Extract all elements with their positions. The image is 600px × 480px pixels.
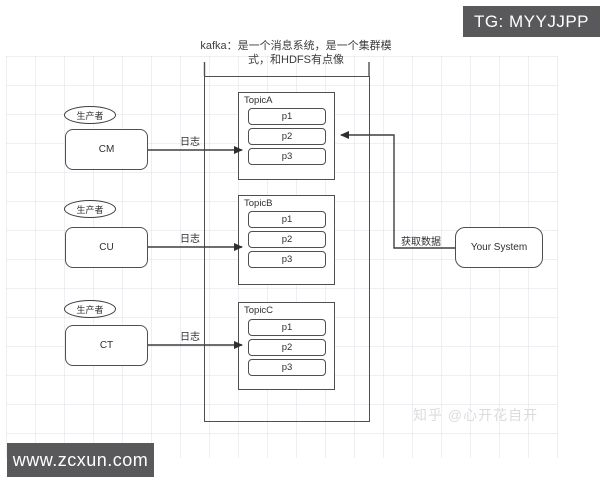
- zhihu-watermark-text: 知乎 @心开花自开: [413, 407, 539, 423]
- topic-c-box: TopicC p1 p2 p3: [238, 302, 335, 390]
- topic-c-label: TopicC: [244, 305, 274, 316]
- producer-node-ct: CT: [65, 325, 148, 366]
- top-right-banner-text: TG: MYYJJPP: [473, 11, 590, 31]
- topic-b-partition-p1: p1: [248, 211, 326, 228]
- topic-a-box: TopicA p1 p2 p3: [238, 92, 335, 180]
- kafka-note-line2: 式，和HDFS有点像: [248, 54, 344, 66]
- kafka-note-text: kafka：是一个消息系统，是一个集群模 式，和HDFS有点像: [188, 39, 404, 67]
- topic-a-partition-p1: p1: [248, 108, 326, 125]
- producer-role-label-3: 生产者: [76, 304, 104, 315]
- topic-b-box: TopicB p1 p2 p3: [238, 195, 335, 285]
- topic-c-partition-p2: p2: [248, 339, 326, 356]
- producer-role-ellipse-1: 生产者: [64, 106, 116, 124]
- edge-label-log-1: 日志: [180, 137, 200, 148]
- kafka-cluster-box: [204, 76, 370, 422]
- producer-node-cm: CM: [65, 129, 148, 170]
- producer-role-label-1: 生产者: [76, 110, 104, 121]
- bottom-left-site-banner: www.zcxun.com: [7, 443, 154, 477]
- producer-node-cu: CU: [65, 227, 148, 268]
- topic-c-partition-p1: p1: [248, 319, 326, 336]
- edge-label-fetch-data: 获取数据: [401, 237, 441, 248]
- consumer-node-your-system: Your System: [455, 227, 543, 268]
- producer-role-ellipse-2: 生产者: [64, 200, 116, 218]
- producer-name-cm: CM: [98, 144, 115, 155]
- top-right-banner: TG: MYYJJPP: [463, 6, 600, 37]
- topic-b-label: TopicB: [244, 198, 273, 209]
- topic-a-partition-p2: p2: [248, 128, 326, 145]
- producer-name-ct: CT: [99, 340, 114, 351]
- edge-label-log-2: 日志: [180, 234, 200, 245]
- topic-a-label: TopicA: [244, 95, 273, 106]
- producer-name-cu: CU: [99, 242, 114, 253]
- edge-label-log-3: 日志: [180, 332, 200, 343]
- topic-a-partition-p3: p3: [248, 148, 326, 165]
- topic-b-partition-p3: p3: [248, 251, 326, 268]
- consumer-name-label: Your System: [470, 242, 528, 253]
- producer-role-label-2: 生产者: [76, 204, 104, 215]
- topic-c-partition-p3: p3: [248, 359, 326, 376]
- producer-role-ellipse-3: 生产者: [64, 300, 116, 318]
- topic-b-partition-p2: p2: [248, 231, 326, 248]
- kafka-note-line1: kafka：是一个消息系统，是一个集群模: [200, 40, 392, 52]
- site-url-text: www.zcxun.com: [12, 449, 149, 470]
